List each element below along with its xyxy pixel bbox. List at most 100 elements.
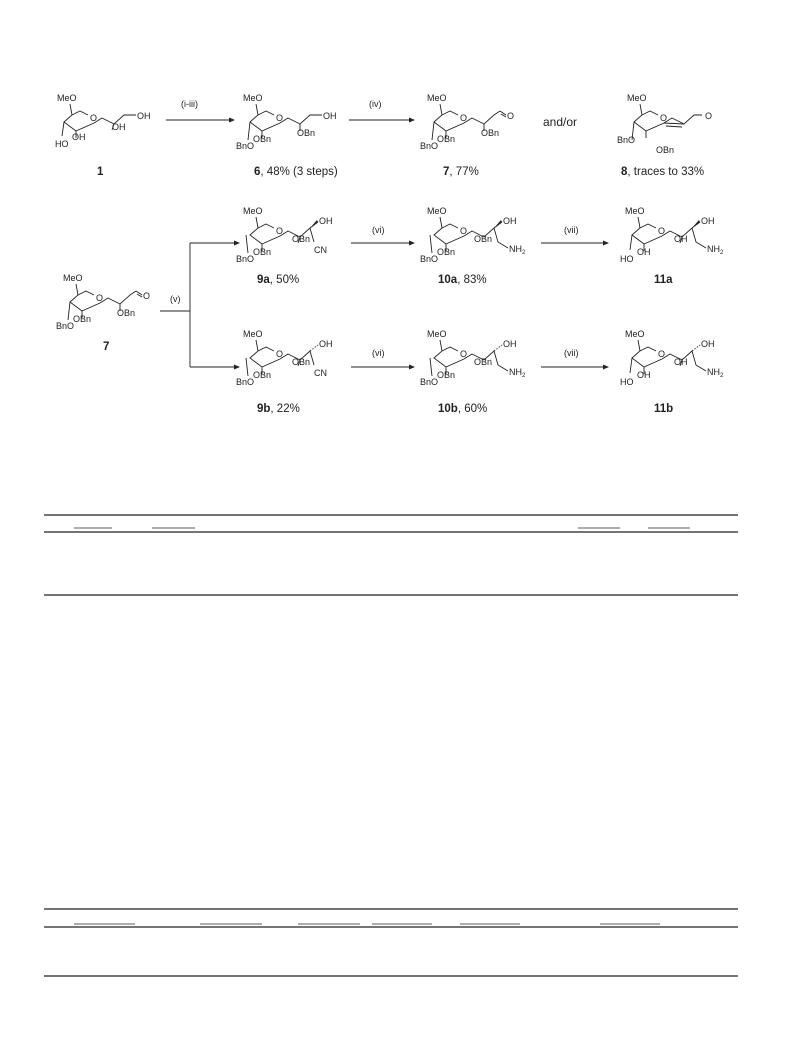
label-ho: HO <box>620 254 634 264</box>
label-oh: OH <box>674 234 688 244</box>
label-ring-oxygen: O <box>460 349 467 359</box>
label-methoxy: MeO <box>625 329 645 339</box>
label-bno: BnO <box>617 135 635 145</box>
structure-compound-9b: MeO O OH OBn CN OBn BnO <box>236 329 333 387</box>
label-oh: OH <box>112 122 126 132</box>
compound-label-7: 7 <box>103 341 109 353</box>
label-oh: OH <box>323 111 337 121</box>
label-obn: OBn <box>474 357 492 367</box>
label-cn: CN <box>314 245 327 255</box>
label-bno: BnO <box>420 377 438 387</box>
label-ring-oxygen: O <box>658 226 665 236</box>
table-1-rules <box>44 514 738 596</box>
label-obn: OBn <box>481 128 499 138</box>
label-nh2: NH2 <box>707 244 724 256</box>
label-obn: OBn <box>117 308 135 318</box>
label-bno: BnO <box>236 377 254 387</box>
label-obn: OBn <box>437 247 455 257</box>
label-methoxy: MeO <box>625 206 645 216</box>
label-ring-oxygen: O <box>276 113 283 123</box>
compound-label-11b: 11b <box>654 403 673 415</box>
label-ring-oxygen: O <box>96 293 103 303</box>
label-obn: OBn <box>253 370 271 380</box>
label-oh: OH <box>674 357 688 367</box>
condition-iv: (iv) <box>369 99 382 109</box>
label-obn: OBn <box>292 357 310 367</box>
label-methoxy: MeO <box>427 93 447 103</box>
label-methoxy: MeO <box>427 329 447 339</box>
compound-caption-9b: 9b, 22% <box>257 403 300 415</box>
table-2-rules <box>44 908 738 977</box>
label-obn: OBn <box>297 128 315 138</box>
structure-compound-10a: MeO O OH OBn NH2 OBn BnO <box>420 206 526 264</box>
label-obn: OBn <box>437 134 455 144</box>
label-obn: OBn <box>437 370 455 380</box>
structure-compound-7-start: MeO O O OBn OBn BnO <box>56 273 150 331</box>
label-ring-oxygen: O <box>658 349 665 359</box>
condition-v: (v) <box>170 294 181 304</box>
label-oh: OH <box>319 216 333 226</box>
label-methoxy: MeO <box>243 93 263 103</box>
compound-caption-10b: 10b, 60% <box>438 403 487 415</box>
label-ring-oxygen: O <box>660 113 667 123</box>
condition-vi: (vi) <box>372 225 385 235</box>
label-oh: OH <box>701 216 715 226</box>
label-methoxy: MeO <box>57 93 77 103</box>
label-oh: OH <box>503 216 517 226</box>
structure-compound-10b: MeO O OH OBn NH2 OBn BnO <box>420 329 526 387</box>
structure-compound-7: MeO O O OBn OBn BnO <box>420 93 514 151</box>
label-methoxy: MeO <box>63 273 83 283</box>
label-ring-oxygen: O <box>276 226 283 236</box>
label-oh: OH <box>701 339 715 349</box>
compound-caption-10a: 10a, 83% <box>438 274 487 286</box>
label-obn: OBn <box>253 247 271 257</box>
condition-vii: (vii) <box>564 348 579 358</box>
branch-connector <box>160 243 191 367</box>
label-aldehyde-oxygen: O <box>143 291 150 301</box>
label-methoxy: MeO <box>243 206 263 216</box>
structure-compound-8: MeO O O OBn BnO <box>617 93 712 155</box>
label-oh: OH <box>72 132 86 142</box>
compound-label-1: 1 <box>97 166 104 178</box>
label-bno: BnO <box>236 141 254 151</box>
label-oh: OH <box>503 339 517 349</box>
label-bno: BnO <box>420 254 438 264</box>
compound-caption-7: 7, 77% <box>443 166 479 178</box>
label-ho: HO <box>55 139 69 149</box>
label-nh2: NH2 <box>509 244 526 256</box>
condition-vii: (vii) <box>564 225 579 235</box>
label-bno: BnO <box>236 254 254 264</box>
structure-compound-9a: MeO O OH OBn CN OBn BnO <box>236 206 333 264</box>
compound-caption-8: 8, traces to 33% <box>621 166 704 178</box>
structure-compound-11a: MeO O OH OH NH2 OH HO <box>620 206 724 264</box>
label-nh2: NH2 <box>509 367 526 379</box>
compound-caption-6: 6, 48% (3 steps) <box>254 166 338 178</box>
label-ring-oxygen: O <box>90 113 97 123</box>
label-obn: OBn <box>73 314 91 324</box>
compound-caption-9a: 9a, 50% <box>257 274 299 286</box>
label-ring-oxygen: O <box>460 113 467 123</box>
label-nh2: NH2 <box>707 367 724 379</box>
label-oh: OH <box>319 339 333 349</box>
structure-compound-11b: MeO O OH OH NH2 OH HO <box>620 329 724 387</box>
label-obn: OBn <box>656 145 674 155</box>
label-aldehyde-oxygen: O <box>507 111 514 121</box>
condition-vi: (vi) <box>372 348 385 358</box>
label-oh: OH <box>637 247 651 257</box>
label-aldehyde-oxygen: O <box>705 111 712 121</box>
label-methoxy: MeO <box>243 329 263 339</box>
label-methoxy: MeO <box>627 93 647 103</box>
label-obn: OBn <box>253 134 271 144</box>
label-ring-oxygen: O <box>460 226 467 236</box>
compound-label-11a: 11a <box>654 274 673 286</box>
label-cn: CN <box>314 368 327 378</box>
condition-i-iii: (i-iii) <box>181 99 198 109</box>
structure-compound-6: MeO O OH OBn OBn BnO <box>236 93 337 151</box>
label-methoxy: MeO <box>427 206 447 216</box>
label-ring-oxygen: O <box>276 349 283 359</box>
label-ho: HO <box>620 377 634 387</box>
label-bno: BnO <box>56 321 74 331</box>
label-obn: OBn <box>292 234 310 244</box>
label-obn: OBn <box>474 234 492 244</box>
